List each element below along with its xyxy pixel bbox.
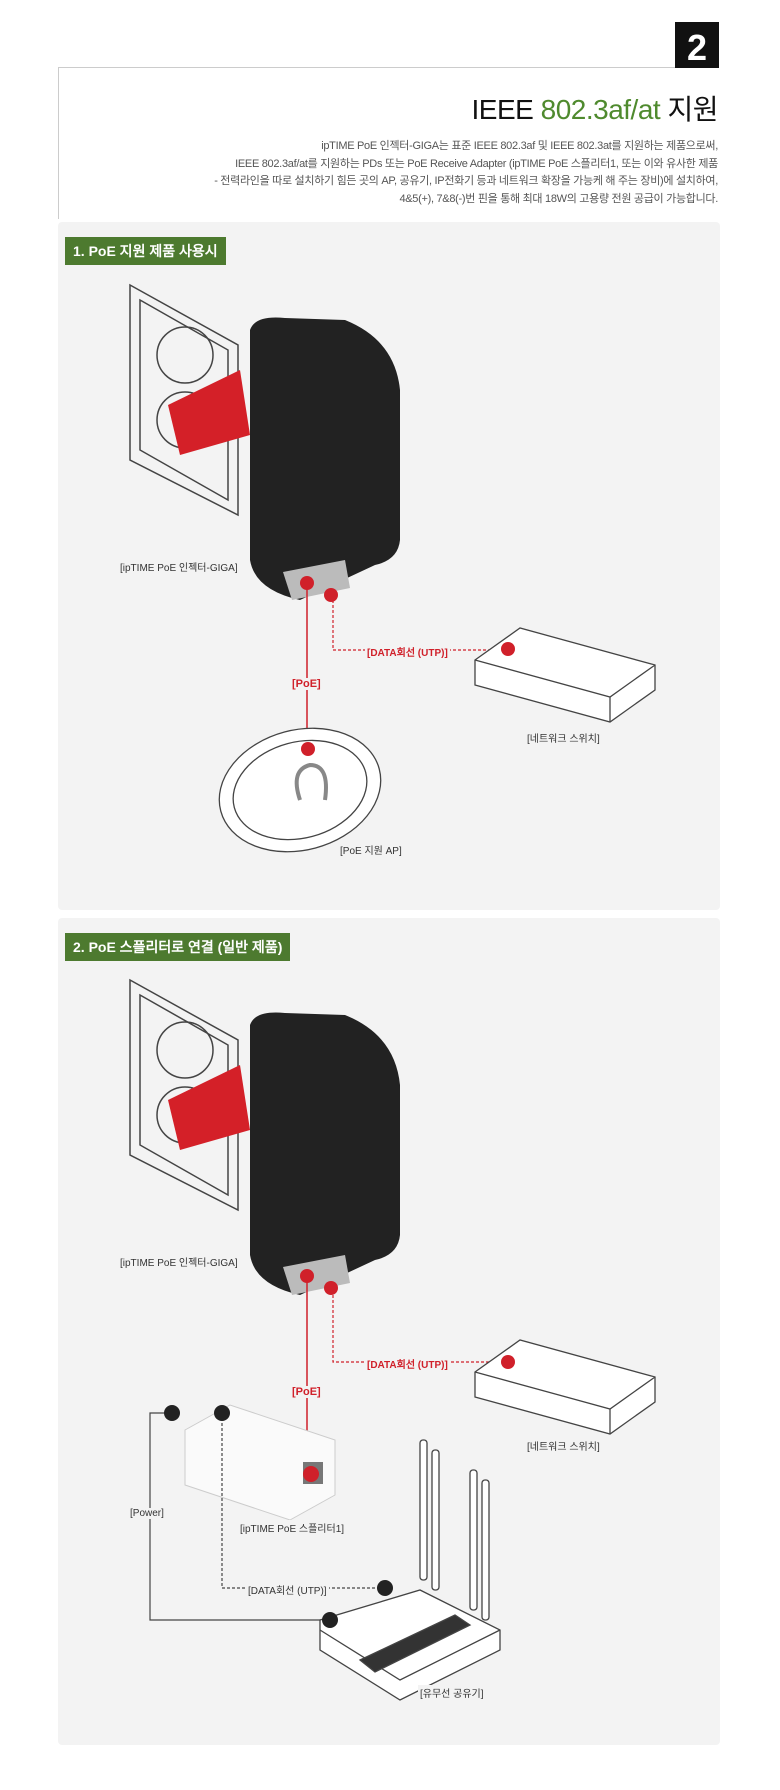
data-line-label-2: [DATA회선 (UTP)]	[246, 1582, 329, 1597]
router-icon	[319, 1439, 501, 1701]
poe-injector-icon	[250, 1012, 400, 1295]
title-prefix: IEEE	[471, 94, 541, 125]
divider	[58, 67, 59, 219]
data-line-label: [DATA회선 (UTP)]	[365, 1356, 450, 1371]
switch-label: [네트워크 스위치]	[525, 1438, 602, 1453]
data-line	[332, 595, 505, 651]
panel-poe-device: 1. PoE 지원 제품 사용시 [ipTIME PoE 인젝터-GIGA] […	[58, 222, 720, 910]
network-switch-icon	[474, 1339, 656, 1435]
title-suffix: 지원	[660, 94, 718, 125]
insert-arrow-icon	[168, 370, 250, 455]
switch-dot	[501, 1355, 515, 1369]
router-power-dot	[322, 1612, 338, 1628]
description-line: IEEE 802.3af/at를 지원하는 PDs 또는 PoE Receive…	[235, 157, 718, 170]
data-dot	[214, 1405, 230, 1421]
description-line: 4&5(+), 7&8(-)번 핀을 통해 최대 18W의 고용량 전원 공급이…	[399, 192, 718, 205]
poe-injector-icon	[250, 317, 400, 600]
diagram-poe-device	[129, 283, 656, 853]
divider	[58, 67, 675, 68]
injector-label: [ipTIME PoE 인젝터-GIGA]	[118, 1254, 240, 1269]
network-switch-icon	[474, 627, 656, 723]
description-line: ipTIME PoE 인젝터-GIGA는 표준 IEEE 802.3af 및 I…	[321, 140, 718, 152]
poe-ap-icon	[218, 727, 382, 853]
section-number: 2	[675, 22, 719, 68]
port-dot	[300, 576, 314, 590]
data-line-2	[221, 1413, 385, 1589]
panel1-tag: 1. PoE 지원 제품 사용시	[65, 237, 226, 265]
power-dot	[164, 1405, 180, 1421]
port-dot	[324, 1281, 338, 1295]
ap-label: [PoE 지원 AP]	[338, 842, 404, 857]
router-label: [유무선 공유기]	[418, 1685, 486, 1700]
poe-splitter-icon	[184, 1404, 336, 1521]
insert-arrow-icon	[168, 1065, 250, 1150]
panel2-tag: 2. PoE 스플리터로 연결 (일반 제품)	[65, 933, 291, 961]
diagram-splitter	[129, 978, 656, 1701]
poe-label: [PoE]	[290, 678, 323, 690]
title-highlight: 802.3af/at	[540, 94, 661, 125]
page-title: IEEE 802.3af/at 지원	[471, 88, 719, 128]
power-label: [Power]	[128, 1508, 166, 1519]
switch-label: [네트워크 스위치]	[525, 730, 602, 745]
data-line	[332, 1290, 505, 1363]
switch-dot	[501, 642, 515, 656]
splitter-label: [ipTIME PoE 스플리터1]	[238, 1520, 347, 1535]
splitter-dot	[303, 1466, 319, 1482]
port-dot	[300, 1269, 314, 1283]
port-dot	[324, 588, 338, 602]
description-line: - 전력라인을 따로 설치하기 힘든 곳의 AP, 공유기, IP전화기 등과 …	[214, 175, 718, 187]
description: ipTIME PoE 인젝터-GIGA는 표준 IEEE 802.3af 및 I…	[214, 138, 718, 208]
injector-label: [ipTIME PoE 인젝터-GIGA]	[118, 559, 240, 574]
router-data-dot	[377, 1580, 393, 1596]
panel-splitter: 2. PoE 스플리터로 연결 (일반 제품) [ipTIME PoE 인젝터-…	[58, 918, 720, 1745]
ap-dot	[301, 742, 315, 756]
data-line-label: [DATA회선 (UTP)]	[365, 644, 450, 659]
poe-label: [PoE]	[290, 1386, 323, 1398]
